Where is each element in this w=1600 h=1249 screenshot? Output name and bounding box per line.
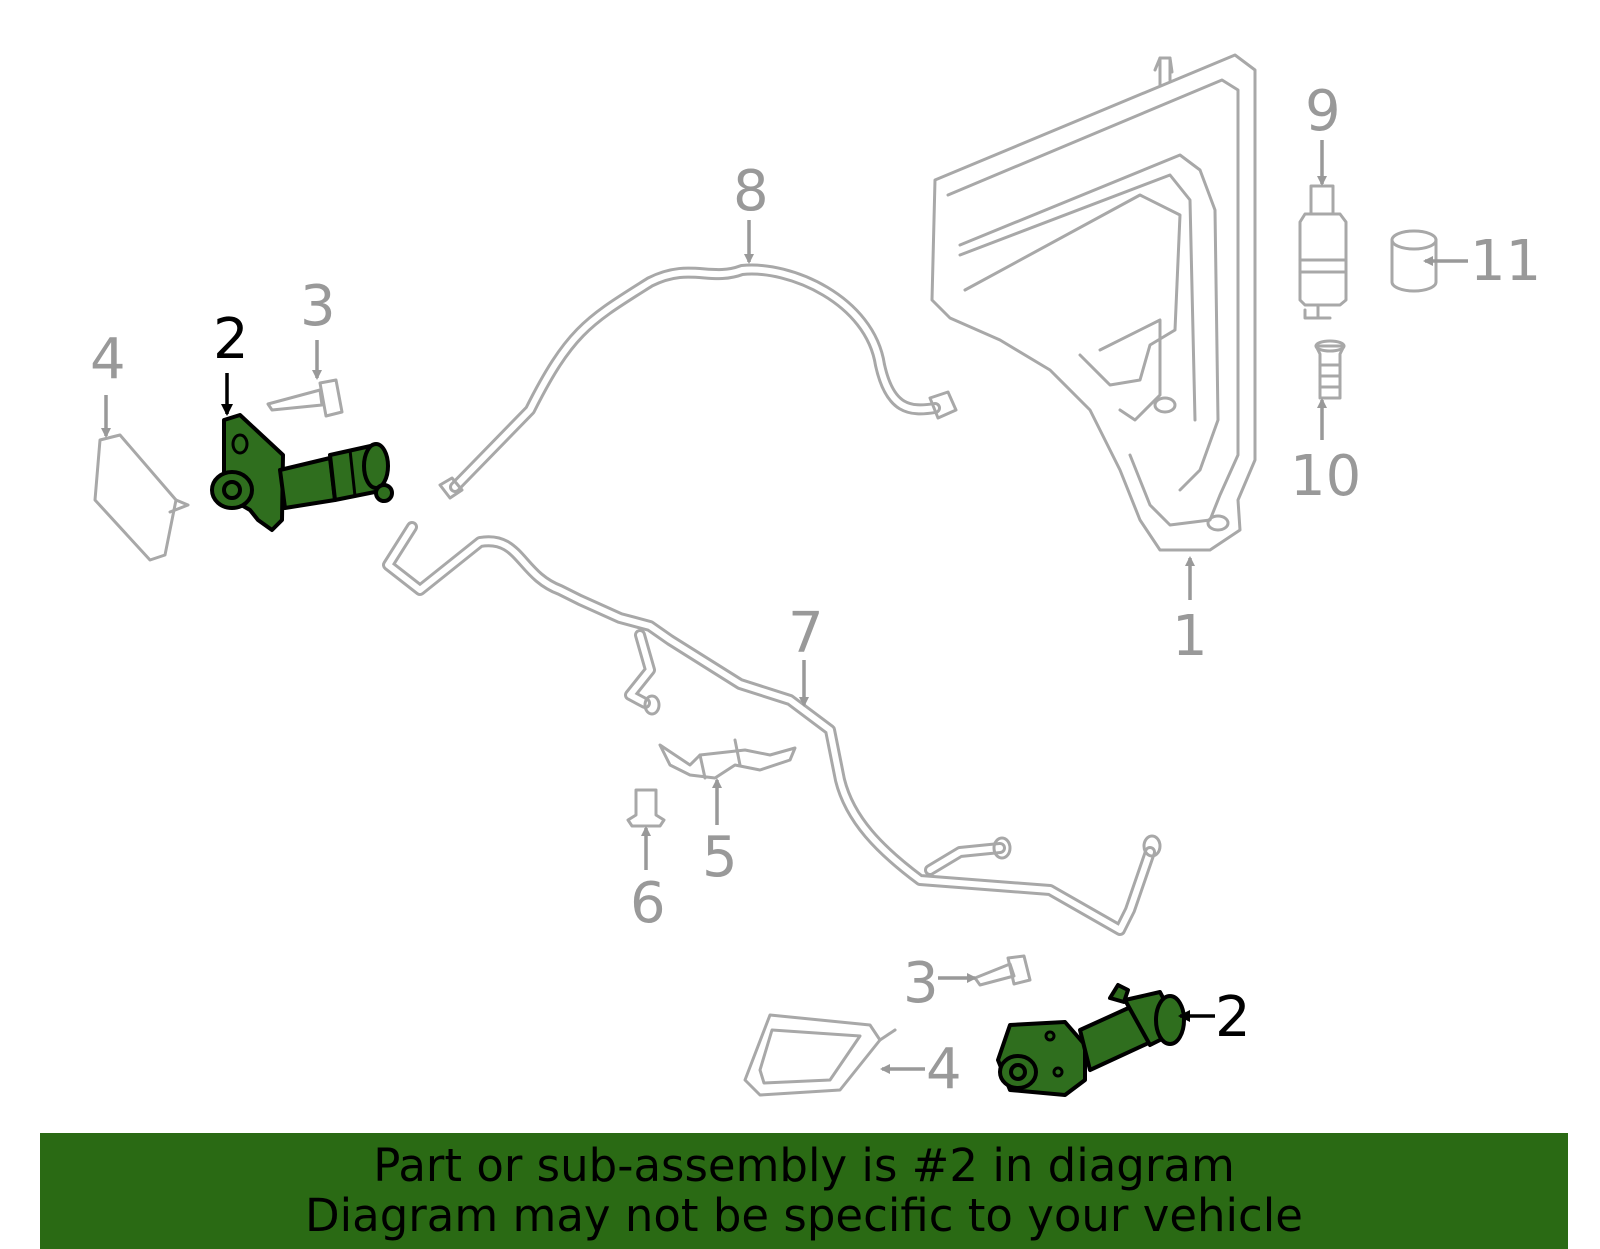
screw-upper[interactable]	[266, 378, 344, 418]
callout-8: 8	[733, 159, 769, 224]
callout-9: 9	[1305, 79, 1341, 144]
banner-line-2: Diagram may not be specific to your vehi…	[305, 1189, 1303, 1242]
callout-3-lower: 3	[903, 951, 939, 1016]
callout-3-upper: 3	[300, 274, 336, 339]
info-banner: Part or sub-assembly is #2 in diagram Di…	[40, 1133, 1568, 1249]
callout-10: 10	[1290, 444, 1361, 509]
washer-hose-upper[interactable]	[438, 263, 958, 500]
callout-4-upper: 4	[90, 327, 126, 392]
callout-11: 11	[1470, 229, 1541, 294]
screw-lower[interactable]	[973, 954, 1032, 987]
nozzle-cover-right[interactable]	[743, 1013, 897, 1097]
grommet[interactable]	[1314, 339, 1346, 400]
callout-2-lower: 2	[1215, 985, 1251, 1050]
nozzle-cover-left[interactable]	[93, 433, 190, 562]
callout-7: 7	[788, 601, 824, 666]
washer-reservoir[interactable]	[930, 53, 1257, 552]
callout-6: 6	[630, 871, 666, 936]
bushing[interactable]	[1390, 229, 1438, 293]
callout-2-upper: 2	[213, 307, 249, 372]
banner-line-1: Part or sub-assembly is #2 in diagram	[373, 1139, 1235, 1192]
callout-5: 5	[702, 825, 738, 890]
retaining-clip[interactable]	[626, 788, 666, 828]
washer-pump[interactable]	[1298, 184, 1348, 320]
washer-nozzle-left[interactable]	[210, 413, 394, 532]
hose-connector[interactable]	[658, 738, 797, 780]
callout-4-lower: 4	[926, 1037, 962, 1102]
washer-nozzle-right[interactable]	[996, 983, 1186, 1097]
washer-hose-lower[interactable]	[382, 521, 1162, 936]
callout-1: 1	[1172, 604, 1208, 669]
